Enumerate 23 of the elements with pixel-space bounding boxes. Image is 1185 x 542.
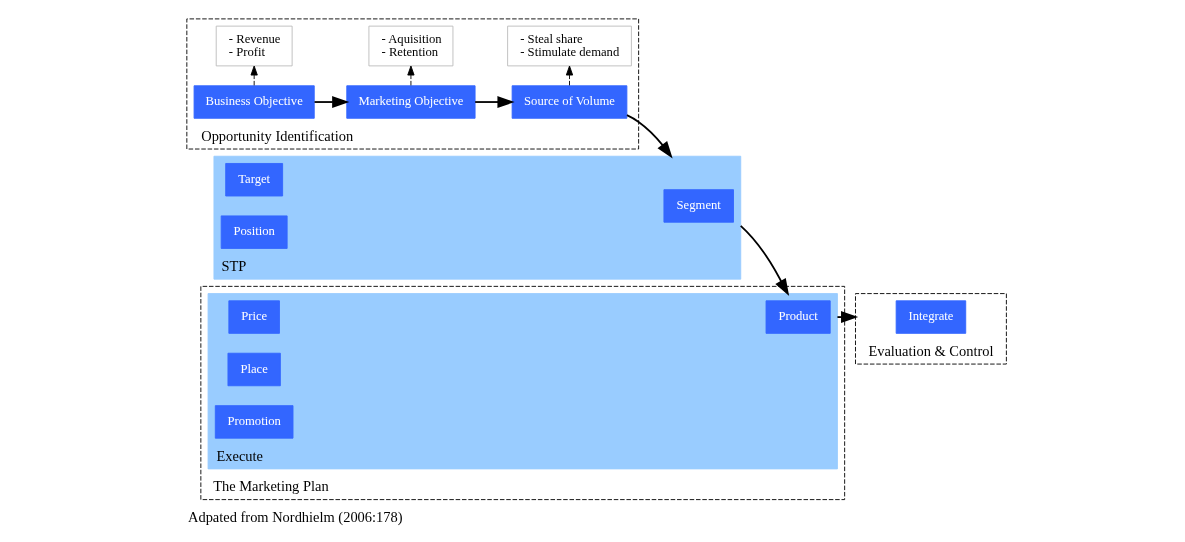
- arrow: [625, 114, 673, 159]
- node-box: Price: [227, 300, 280, 334]
- node-box: Segment: [662, 189, 734, 223]
- arrow: [836, 311, 858, 324]
- caption: Adpated from Nordhielm (2006:178): [187, 509, 403, 526]
- node-box: - Steal share - Stimulate demand: [506, 25, 632, 67]
- arrow: [313, 96, 349, 109]
- node-box: Integrate: [895, 300, 966, 334]
- node-box: Marketing Objective: [345, 85, 476, 119]
- node-box: - Revenue - Profit: [215, 25, 293, 67]
- node-box: Source of Volume: [511, 85, 627, 119]
- node-box: Product: [765, 300, 831, 334]
- node-box: - Aquisition - Retention: [367, 25, 453, 67]
- node-box: Business Objective: [193, 85, 315, 119]
- arrow: [473, 96, 515, 109]
- arrow: [406, 65, 415, 86]
- arrow: [565, 65, 573, 86]
- arrow: [250, 65, 258, 86]
- node-box: Promotion: [214, 405, 293, 439]
- node-box: Target: [224, 163, 283, 197]
- node-box: Place: [227, 352, 281, 387]
- node-box: Position: [220, 215, 288, 249]
- arrow: [739, 224, 789, 296]
